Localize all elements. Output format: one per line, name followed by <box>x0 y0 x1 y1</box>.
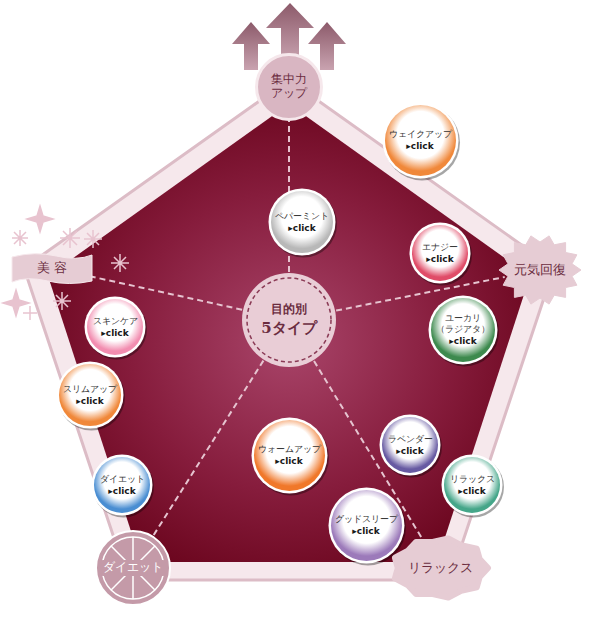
type-label: 元気回復 <box>514 263 566 278</box>
button-circle: スキンケア ▸click <box>83 295 147 359</box>
btn-outline <box>55 360 125 430</box>
text-holder: スキンケア ▸click <box>83 295 147 359</box>
click-label: ▸click <box>426 254 453 264</box>
text-holder: ダイエット ▸click <box>90 453 154 517</box>
pentagon-field <box>48 104 530 562</box>
text-holder: ユーカリ （ラジアタ） ▸click <box>427 294 499 366</box>
text-holder: スリムアップ ▸click <box>55 360 125 430</box>
button-label: ペパーミント <box>275 211 329 221</box>
button-label: ユーカリ （ラジアタ） <box>435 313 491 334</box>
text-holder: 美 容 <box>10 251 94 285</box>
button-circle: リラックス ▸click <box>440 453 504 517</box>
btn-outline <box>267 187 337 257</box>
button-circle: スリムアップ ▸click <box>55 360 125 430</box>
dashed-connector <box>153 361 263 536</box>
button-circle: グッドスリープ ▸click <box>327 486 406 565</box>
click-label: ▸click <box>108 486 135 496</box>
button-label: ウェイクアップ <box>389 129 452 139</box>
btn-outline <box>381 101 460 180</box>
center-count: 5タイプ <box>261 320 316 337</box>
button-label: ウォームアップ <box>258 444 321 454</box>
click-label: ▸click <box>406 141 433 151</box>
click-label: ▸click <box>449 336 476 346</box>
text-holder: ダイエット <box>91 530 175 606</box>
center-heading: 目的別 <box>271 303 307 317</box>
btn-outline <box>327 486 406 565</box>
text-holder: ウォームアップ ▸click <box>250 416 329 495</box>
btn-outline <box>408 221 472 285</box>
btn-outline <box>378 413 442 477</box>
btn-outline <box>90 453 154 517</box>
button-label: エナジー <box>422 242 458 252</box>
type-label: リラックス <box>408 561 473 576</box>
center-circle: 目的別 5タイプ <box>241 272 337 368</box>
type-label: 美 容 <box>37 261 67 276</box>
button-label: ダイエット <box>100 474 145 484</box>
type-badge: 集中力 アップ <box>255 53 323 121</box>
button-label: ラベンダー <box>388 434 433 444</box>
text-holder: 目的別 5タイプ <box>241 272 337 368</box>
type-label: ダイエット <box>100 560 166 576</box>
text-holder: リラックス <box>391 537 489 599</box>
text-holder: ラベンダー ▸click <box>378 413 442 477</box>
button-circle: ユーカリ （ラジアタ） ▸click <box>427 294 499 366</box>
click-label: ▸click <box>352 526 379 536</box>
click-label: ▸click <box>458 486 485 496</box>
type-badge: ダイエット <box>91 530 175 606</box>
button-circle: ウェイクアップ ▸click <box>381 101 460 180</box>
type-badge: リラックス <box>391 537 489 599</box>
type-badge: 元気回復 <box>498 234 582 306</box>
text-holder: リラックス ▸click <box>440 453 504 517</box>
button-label: スリムアップ <box>63 384 117 394</box>
text-holder: 元気回復 <box>498 234 582 306</box>
button-circle: ダイエット ▸click <box>90 453 154 517</box>
click-label: ▸click <box>288 223 315 233</box>
btn-outline <box>250 416 329 495</box>
button-circle: エナジー ▸click <box>408 221 472 285</box>
click-label: ▸click <box>76 396 103 406</box>
btn-outline <box>440 453 504 517</box>
type-badge: 美 容 <box>10 251 94 285</box>
pentagon-frame <box>24 80 554 580</box>
button-circle: ラベンダー ▸click <box>378 413 442 477</box>
click-label: ▸click <box>275 456 302 466</box>
text-holder: ペパーミント ▸click <box>267 187 337 257</box>
text-holder: エナジー ▸click <box>408 221 472 285</box>
btn-outline <box>83 295 147 359</box>
button-circle: ペパーミント ▸click <box>267 187 337 257</box>
click-label: ▸click <box>101 328 128 338</box>
text-holder: 集中力 アップ <box>255 53 323 121</box>
text-holder: グッドスリープ ▸click <box>327 486 406 565</box>
button-circle: ウォームアップ ▸click <box>250 416 329 495</box>
type-label: 集中力 アップ <box>268 73 310 101</box>
text-holder: ウェイクアップ ▸click <box>381 101 460 180</box>
button-label: グッドスリープ <box>335 514 398 524</box>
button-label: リラックス <box>450 474 495 484</box>
button-label: スキンケア <box>93 316 138 326</box>
click-label: ▸click <box>396 446 423 456</box>
dashed-connector <box>69 272 243 310</box>
